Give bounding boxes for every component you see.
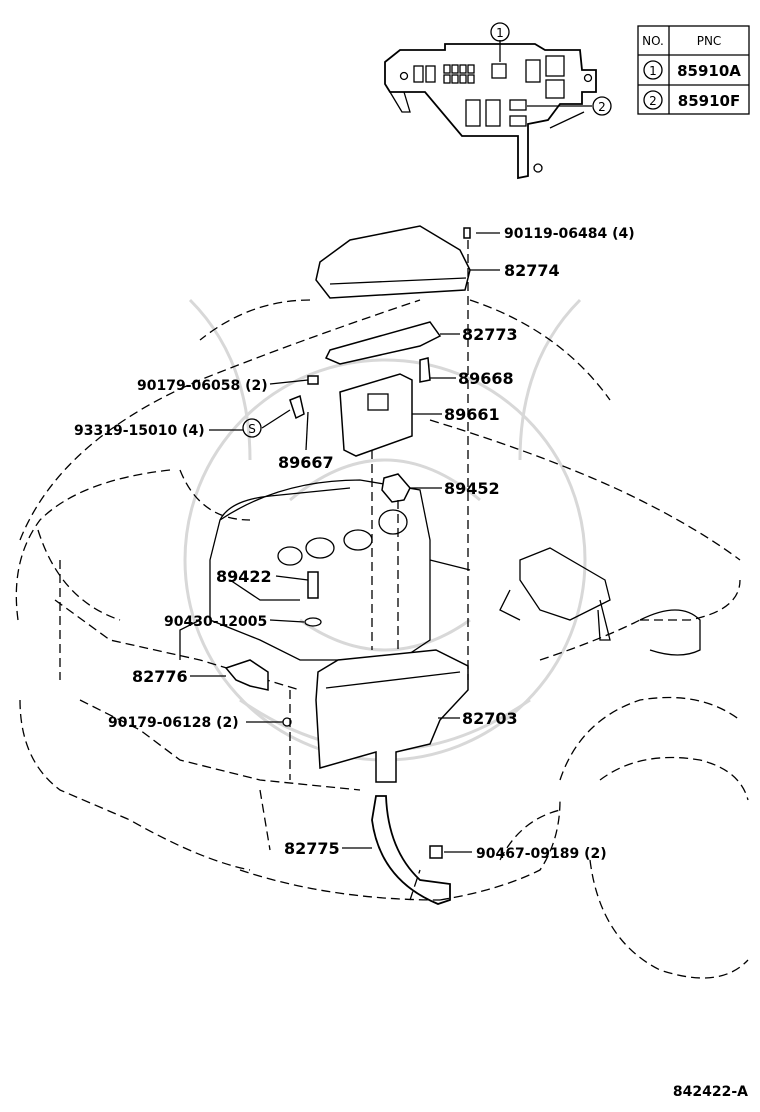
label-82703: 82703 xyxy=(462,709,518,728)
label-82775: 82775 xyxy=(284,839,340,858)
intake-duct xyxy=(499,547,701,656)
figure-id: 842422-A xyxy=(673,1084,748,1100)
part-90430-gasket xyxy=(304,617,322,627)
part-82776-hose xyxy=(224,659,269,691)
label-82773: 82773 xyxy=(462,325,518,344)
part-89661-ecu xyxy=(339,373,413,457)
table-header-pnc: PNC xyxy=(697,34,722,48)
part-82775-hose xyxy=(371,795,451,905)
part-82773-bracket xyxy=(324,321,442,365)
relay-block-illustration xyxy=(384,40,597,180)
table-header-no: NO. xyxy=(642,34,664,48)
fasteners xyxy=(242,227,471,859)
table-row-2-no: 2 xyxy=(649,94,657,108)
callout-1: 1 xyxy=(490,22,510,42)
part-89668 xyxy=(419,357,431,383)
table-row-2-pnc: 85910F xyxy=(678,92,740,110)
label-90467-09189: 90467-09189 (2) xyxy=(476,846,607,862)
alignment-lines xyxy=(289,240,469,780)
label-90179-06128: 90179-06128 (2) xyxy=(108,715,239,731)
label-89422: 89422 xyxy=(216,567,272,586)
part-89452-sensor xyxy=(381,473,411,503)
callout-2-text: 2 xyxy=(598,100,606,114)
label-82774: 82774 xyxy=(504,261,560,280)
part-82774-cover xyxy=(315,225,471,299)
label-89661: 89661 xyxy=(444,405,500,424)
label-90119-06484: 90119-06484 (4) xyxy=(504,226,635,242)
part-89422-sensor xyxy=(307,571,319,599)
label-82776: 82776 xyxy=(132,667,188,686)
label-90430-12005: 90430-12005 xyxy=(164,614,267,630)
pnc-table: NO. PNC 1 85910A 2 85910F xyxy=(637,25,750,115)
callout-1-text: 1 xyxy=(496,26,504,40)
s-mark-text: S xyxy=(248,422,256,436)
table-row-1-pnc: 85910A xyxy=(677,62,741,80)
label-93319-15010: 93319-15010 (4) xyxy=(74,423,205,439)
label-89667: 89667 xyxy=(278,453,334,472)
label-90179-06058: 90179-06058 (2) xyxy=(137,378,268,394)
part-89667 xyxy=(289,394,305,420)
leader-lines xyxy=(190,232,500,853)
label-89668: 89668 xyxy=(458,369,514,388)
label-89452: 89452 xyxy=(444,479,500,498)
part-82703-box xyxy=(315,649,469,783)
callout-2: 2 xyxy=(592,96,612,116)
table-row-1-no: 1 xyxy=(649,64,657,78)
